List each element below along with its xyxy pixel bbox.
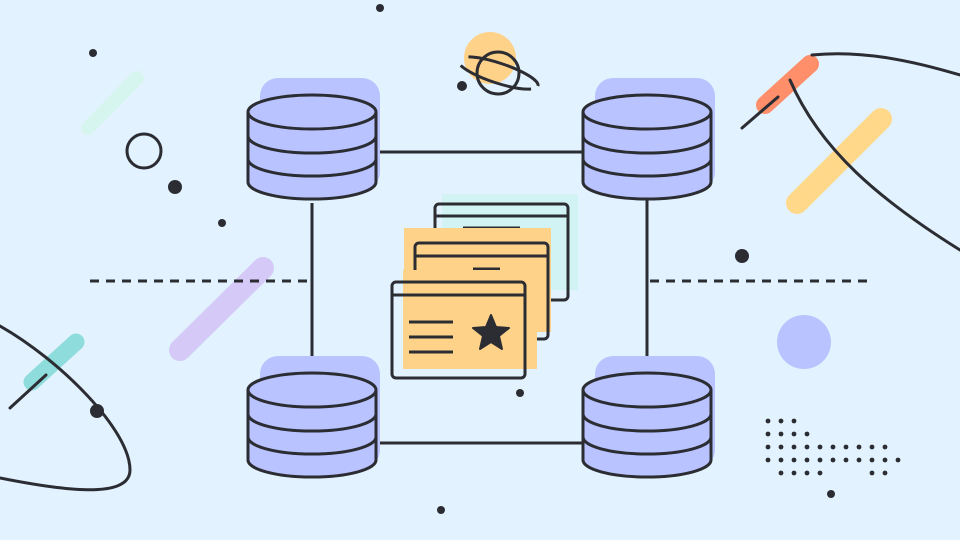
- grid-dot: [882, 457, 888, 463]
- grid-dot: [778, 418, 784, 424]
- grid-dot: [804, 444, 810, 450]
- grid-dot: [869, 470, 875, 476]
- grid-dot: [804, 470, 810, 476]
- grid-dot: [804, 431, 810, 437]
- star-icon: [472, 314, 510, 350]
- grid-dot: [830, 457, 836, 463]
- grid-dot: [804, 457, 810, 463]
- decor-stick: [740, 95, 780, 130]
- decor-orbit: [0, 324, 132, 492]
- grid-dot: [765, 431, 771, 437]
- grid-dot: [791, 418, 797, 424]
- grid-dot: [778, 444, 784, 450]
- grid-dot: [882, 470, 888, 476]
- decor-dots: [89, 4, 835, 514]
- grid-dot: [778, 470, 784, 476]
- grid-dot: [765, 418, 771, 424]
- grid-dot: [765, 457, 771, 463]
- grid-dot: [895, 457, 901, 463]
- dot-grid: [765, 418, 901, 476]
- grid-dot: [856, 444, 862, 450]
- grid-dot: [817, 444, 823, 450]
- connection-lines: [310, 150, 649, 445]
- decor-pill-yellow: [786, 108, 892, 214]
- planet-icon: [456, 32, 540, 96]
- decor-ring: [125, 132, 163, 170]
- decor-stick: [8, 373, 48, 410]
- grid-dot: [856, 457, 862, 463]
- database-icon: [581, 78, 715, 201]
- grid-dot: [791, 444, 797, 450]
- grid-dot: [882, 444, 888, 450]
- database-icon: [581, 356, 715, 479]
- decor-pill-coral: [756, 55, 819, 114]
- grid-dot: [817, 470, 823, 476]
- grid-dot: [843, 444, 849, 450]
- grid-dot: [869, 444, 875, 450]
- grid-dot: [791, 457, 797, 463]
- database-icon: [246, 356, 380, 479]
- grid-dot: [830, 444, 836, 450]
- decor-pill-lavender: [169, 257, 274, 361]
- decor-curve: [788, 78, 960, 252]
- decor-curve: [810, 52, 960, 77]
- grid-dot: [765, 444, 771, 450]
- grid-dot: [843, 457, 849, 463]
- browser-window-icon: [390, 280, 527, 380]
- grid-dot: [778, 431, 784, 437]
- grid-dot: [778, 457, 784, 463]
- grid-dot: [791, 431, 797, 437]
- grid-dot: [817, 457, 823, 463]
- decor-pill-mint: [81, 71, 144, 135]
- database-icon: [246, 78, 380, 201]
- browser-window-stack: [390, 194, 578, 380]
- grid-dot: [791, 470, 797, 476]
- grid-dot: [869, 457, 875, 463]
- decor-circle-lavender: [777, 315, 831, 369]
